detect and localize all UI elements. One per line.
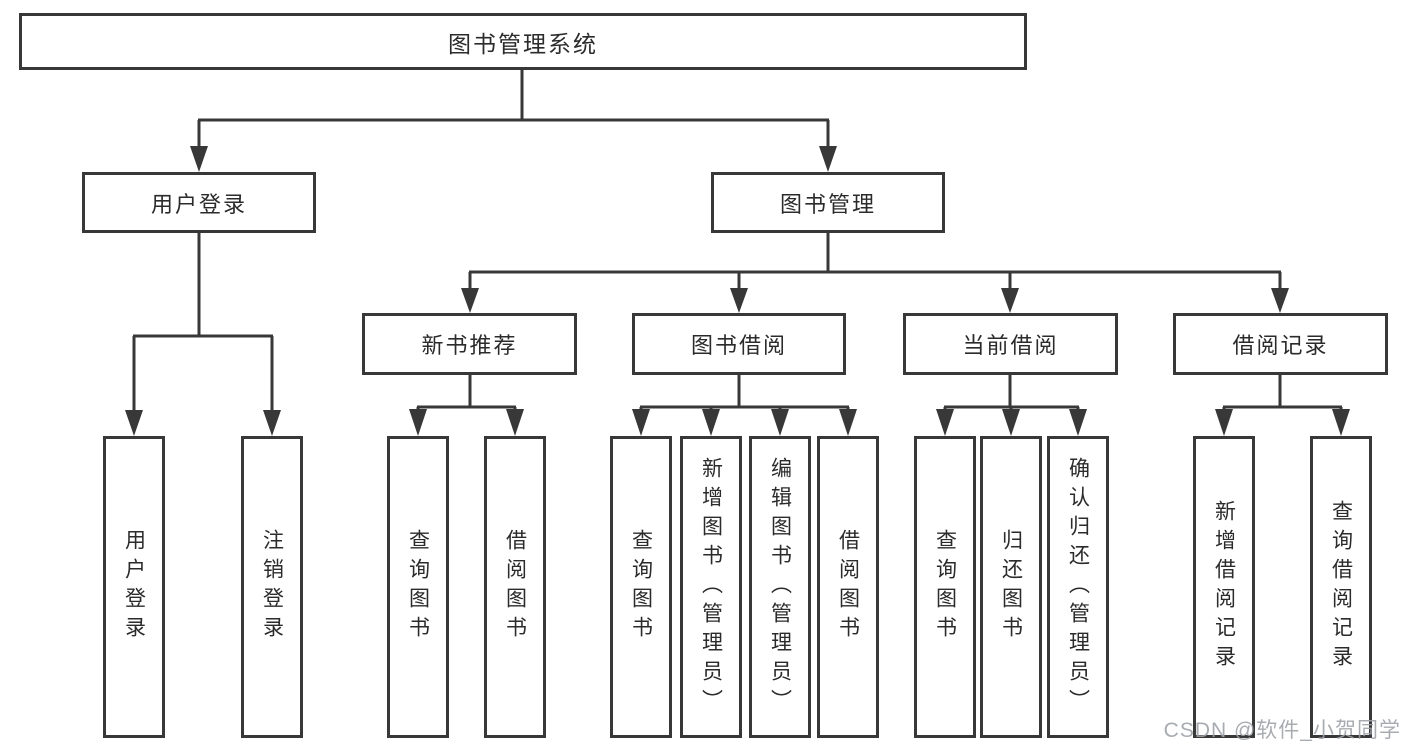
node-current-borrowing: 当前借阅 <box>903 313 1118 375</box>
csdn-watermark: CSDN @软件_小贺同学 <box>1163 719 1401 742</box>
node-label: 用户登录 <box>122 529 146 645</box>
node-label: 图书借阅 <box>690 333 787 358</box>
node-label: 查询图书 <box>933 529 957 645</box>
node-label: 新书推荐 <box>421 333 518 358</box>
node-label: 查询图书 <box>406 529 430 645</box>
node-book-management: 图书管理 <box>711 172 945 233</box>
node-label: 当前借阅 <box>962 333 1059 358</box>
node-label: 图书管理 <box>779 191 876 217</box>
node-leaf-edit-books-admin: 编辑图书（管理员） <box>749 436 811 738</box>
node-borrowing-records: 借阅记录 <box>1173 313 1388 375</box>
node-label: 注销登录 <box>260 529 284 645</box>
node-leaf-user-login: 用户登录 <box>103 436 165 738</box>
node-label: 用户登录 <box>150 191 247 217</box>
node-leaf-query-books-3: 查询图书 <box>914 436 976 738</box>
node-leaf-add-borrow-record: 新增借阅记录 <box>1193 436 1255 738</box>
node-label: 图书管理系统 <box>448 30 598 57</box>
node-leaf-query-books-1: 查询图书 <box>387 436 449 738</box>
node-label: 查询图书 <box>629 529 653 645</box>
node-new-book-recommendation: 新书推荐 <box>362 313 577 375</box>
node-label: 确认归还（管理员） <box>1066 456 1090 718</box>
node-label: 新增图书（管理员） <box>699 456 723 718</box>
node-book-borrowing: 图书借阅 <box>632 313 846 375</box>
node-label: 借阅图书 <box>503 529 527 645</box>
node-label: 归还图书 <box>999 529 1023 645</box>
node-leaf-logout: 注销登录 <box>241 436 303 738</box>
node-leaf-borrow-books-1: 借阅图书 <box>484 436 546 738</box>
node-leaf-confirm-return-admin: 确认归还（管理员） <box>1047 436 1109 738</box>
node-leaf-query-borrow-record: 查询借阅记录 <box>1310 436 1372 738</box>
node-leaf-borrow-books-2: 借阅图书 <box>817 436 879 738</box>
node-leaf-query-books-2: 查询图书 <box>610 436 672 738</box>
node-library-management-system: 图书管理系统 <box>19 13 1027 70</box>
node-label: 借阅记录 <box>1232 333 1329 358</box>
node-leaf-return-books: 归还图书 <box>980 436 1042 738</box>
node-label: 借阅图书 <box>836 529 860 645</box>
node-leaf-add-books-admin: 新增图书（管理员） <box>680 436 742 738</box>
node-user-login: 用户登录 <box>82 172 316 233</box>
node-label: 新增借阅记录 <box>1212 500 1236 674</box>
node-label: 编辑图书（管理员） <box>768 456 792 718</box>
node-label: 查询借阅记录 <box>1329 500 1353 674</box>
